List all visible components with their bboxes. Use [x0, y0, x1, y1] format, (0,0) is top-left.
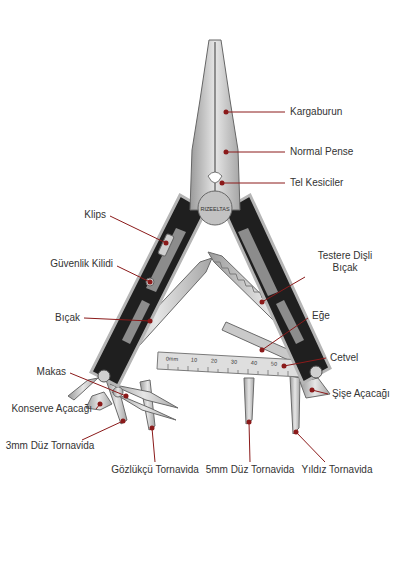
callout-label: Kargaburun [290, 106, 342, 118]
callout-label: Yıldız Tornavida [302, 464, 373, 476]
callout-label: Cetvel [330, 352, 358, 364]
rivet [98, 370, 110, 382]
callout-label: Şişe Açacağı [332, 388, 390, 400]
plier-jaws [190, 40, 240, 210]
callout-label: Bıçak [55, 312, 80, 324]
left-handle [91, 195, 206, 386]
callout-label: Konserve Açacağı [11, 403, 92, 415]
safety-lock [146, 278, 154, 286]
right-handle [224, 195, 330, 383]
pivot-plate [198, 191, 232, 225]
ruler-mark: 30 [231, 359, 237, 366]
ruler-mark: 0mm [166, 355, 179, 362]
rivet [310, 366, 322, 378]
callout-label: 3mm Düz Tornavida [6, 440, 95, 452]
tool-heads [68, 376, 330, 434]
callout-label: Eğe [312, 310, 330, 322]
callout-label: Normal Pense [290, 146, 353, 158]
callout-label: Makas [37, 366, 66, 378]
ruler-mark: 40 [251, 360, 257, 367]
ruler-ticks [168, 364, 288, 376]
callout-label: Klips [84, 209, 106, 221]
callout-label: Güvenlik Kilidi [50, 258, 113, 270]
cutter-notch [208, 172, 222, 183]
callout-label: Testere Dişli Bıçak [309, 250, 381, 274]
handle-slots [122, 228, 304, 344]
handle-clip [158, 233, 175, 256]
callout-label: Tel Kesiciler [290, 177, 343, 189]
ruler-mark: 10 [191, 357, 197, 364]
leader-dots [98, 110, 315, 435]
ruler [157, 352, 302, 377]
ruler-mark: 20 [211, 358, 217, 365]
callout-label: 5mm Düz Tornavida [206, 464, 295, 476]
callout-label: Gözlükçü Tornavida [111, 464, 199, 476]
leader-lines [70, 112, 328, 462]
ruler-mark: 50 [271, 361, 277, 368]
brand-mark: RIZEELTAS [200, 206, 229, 213]
